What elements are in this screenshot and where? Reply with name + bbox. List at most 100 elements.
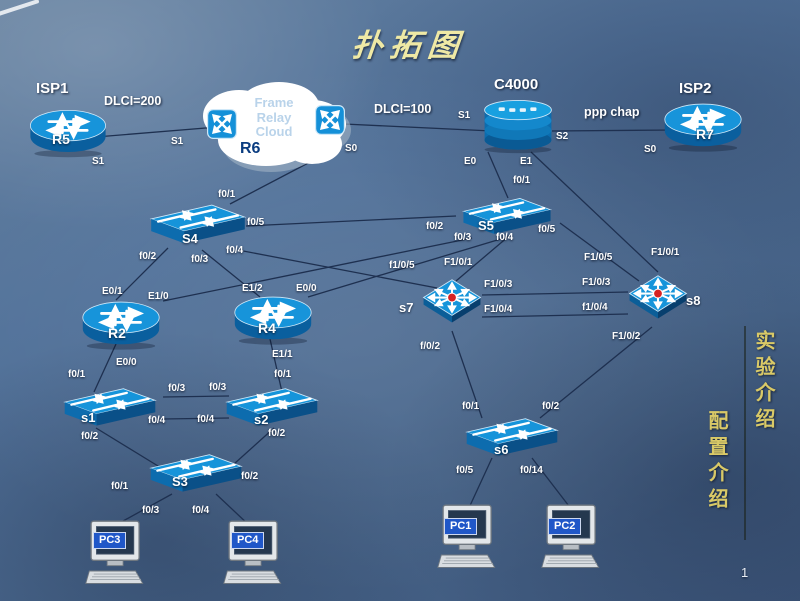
wan-switch-icon xyxy=(314,104,346,136)
port-label-s4-f0-1: f0/1 xyxy=(218,189,236,200)
port-label-s3-f0-3: f0/3 xyxy=(142,505,160,516)
note-experiment: 实验介绍 xyxy=(752,330,776,434)
router-r4[interactable]: R4 xyxy=(232,293,314,345)
switch-s5[interactable]: S5 xyxy=(452,192,562,242)
port-label-r2-e0-1: E0/1 xyxy=(102,286,123,297)
pc-icon xyxy=(222,518,286,592)
pc2-label: PC2 xyxy=(548,518,582,535)
port-label-s7-f1-0-5: f1/0/5 xyxy=(389,260,415,271)
port-label-s8-f1-0-1: F1/0/1 xyxy=(651,247,680,258)
switch-icon xyxy=(460,412,564,464)
port-label-s7-f1-0-4: F1/0/4 xyxy=(484,304,513,315)
port-label-s5-f0-4: f0/4 xyxy=(496,232,514,243)
c4000-label: C4000 xyxy=(494,76,539,93)
router-r5[interactable]: R5 xyxy=(28,106,108,158)
slide-title: 扑拓图 xyxy=(349,28,468,64)
port-label-c4000-e1: E1 xyxy=(520,156,533,167)
cloud-title: Frame Relay Cloud xyxy=(254,95,294,140)
port-label-r4-e0-0: E0/0 xyxy=(296,283,317,294)
switch-s2-label: s2 xyxy=(254,412,269,427)
dlci-200-label: DLCI=200 xyxy=(104,94,162,108)
mlswitch-s7-label: s7 xyxy=(399,300,414,315)
port-label-s8-f1-0-4: f1/0/4 xyxy=(582,302,608,313)
port-label-s1-f0-2: f0/2 xyxy=(81,431,99,442)
switch-s5-label: S5 xyxy=(478,218,494,233)
background-streak xyxy=(0,0,40,18)
port-label-s3-f0-2: f0/2 xyxy=(241,471,259,482)
switch-s6[interactable]: s6 xyxy=(460,412,564,464)
pc-icon xyxy=(84,518,148,592)
port-label-s4-f0-4: f0/4 xyxy=(226,245,244,256)
pc-icon xyxy=(436,502,500,576)
port-label-s7-f1-0-1: F1/0/1 xyxy=(444,257,473,268)
port-label-cloud-s1: S1 xyxy=(171,136,184,147)
dlci-100-label: DLCI=100 xyxy=(374,102,432,116)
switch-s3-label: S3 xyxy=(172,474,188,489)
port-label-s6-f0-2: f0/2 xyxy=(542,401,560,412)
wan-switch-icon xyxy=(206,108,238,140)
note-config: 配置介绍 xyxy=(705,410,729,514)
port-label-r5-s1: S1 xyxy=(92,156,105,167)
pc1[interactable]: PC1 xyxy=(436,502,500,576)
port-label-s6-f0-1: f0/1 xyxy=(462,401,480,412)
router-icon xyxy=(80,298,162,350)
port-label-s5-f0-2: f0/2 xyxy=(426,221,444,232)
switch-s1[interactable]: s1 xyxy=(56,382,164,434)
frame-relay-cloud[interactable]: Frame Relay Cloud R6 xyxy=(192,74,356,178)
port-label-cloud-s0: S0 xyxy=(345,143,358,154)
port-label-c4000-s1: S1 xyxy=(458,110,471,121)
wan-switch-right[interactable] xyxy=(314,104,346,136)
switch-s4-label: S4 xyxy=(182,231,198,246)
port-label-s2-f0-3: f0/3 xyxy=(209,382,227,393)
port-label-r4-e1-1: E1/1 xyxy=(272,349,293,360)
switch-s2[interactable]: s2 xyxy=(220,382,324,434)
switch-s3[interactable]: S3 xyxy=(144,448,248,500)
port-label-s2-f0-4: f0/4 xyxy=(197,414,215,425)
router-r4-label: R4 xyxy=(258,320,276,336)
port-label-s8-f1-0-2: F1/0/2 xyxy=(612,331,641,342)
port-label-s3-f0-1: f0/1 xyxy=(111,481,129,492)
switch-icon xyxy=(220,382,324,434)
port-label-r2-e1-0: E1/0 xyxy=(148,291,169,302)
router-r7[interactable]: R7 xyxy=(662,100,744,152)
mlswitch-s8[interactable] xyxy=(626,268,690,328)
isp2-label: ISP2 xyxy=(679,80,712,97)
port-label-s2-f0-1: f0/1 xyxy=(274,369,292,380)
switch-s1-label: s1 xyxy=(81,410,96,425)
port-label-r7-s0: S0 xyxy=(644,144,657,155)
switch-icon xyxy=(144,448,248,500)
port-label-c4000-s2: S2 xyxy=(556,131,569,142)
pc2[interactable]: PC2 xyxy=(540,502,604,576)
pc-icon xyxy=(540,502,604,576)
port-label-s5-f0-3: f0/3 xyxy=(454,232,472,243)
port-label-s1-f0-4: f0/4 xyxy=(148,415,166,426)
port-label-s7-f1-0-3: F1/0/3 xyxy=(484,279,513,290)
router-r7-label: R7 xyxy=(696,126,714,142)
margin-divider-line xyxy=(744,326,746,540)
wan-switch-left[interactable] xyxy=(206,108,238,140)
pc3[interactable]: PC3 xyxy=(84,518,148,592)
port-label-s6-f0-14: f0/14 xyxy=(520,465,543,476)
mlswitch-s8-label: s8 xyxy=(686,293,701,308)
page-number: 1 xyxy=(741,565,749,580)
router-r6-label: R6 xyxy=(240,140,261,157)
router-r2[interactable]: R2 xyxy=(80,298,162,350)
pc1-label: PC1 xyxy=(444,518,478,535)
chassis-c4000[interactable] xyxy=(478,96,558,154)
port-label-r4-e1-2: E1/2 xyxy=(242,283,263,294)
mlswitch-s7[interactable] xyxy=(420,272,484,332)
port-label-s6-f0-5: f0/5 xyxy=(456,465,474,476)
port-label-s8-f1-0-5: F1/0/5 xyxy=(584,252,613,263)
switch-s6-label: s6 xyxy=(494,442,509,457)
port-label-c4000-e0: E0 xyxy=(464,156,477,167)
switch-icon xyxy=(146,198,250,252)
switch-icon xyxy=(56,382,164,434)
port-label-s5-f0-1: f0/1 xyxy=(513,175,531,186)
port-label-s8-f1-0-3: F1/0/3 xyxy=(582,277,611,288)
pc4[interactable]: PC4 xyxy=(222,518,286,592)
pc3-label: PC3 xyxy=(93,532,127,549)
switch-s4[interactable]: S4 xyxy=(146,198,250,252)
chassis-icon xyxy=(478,96,558,154)
port-label-s4-f0-5: f0/5 xyxy=(247,217,265,228)
